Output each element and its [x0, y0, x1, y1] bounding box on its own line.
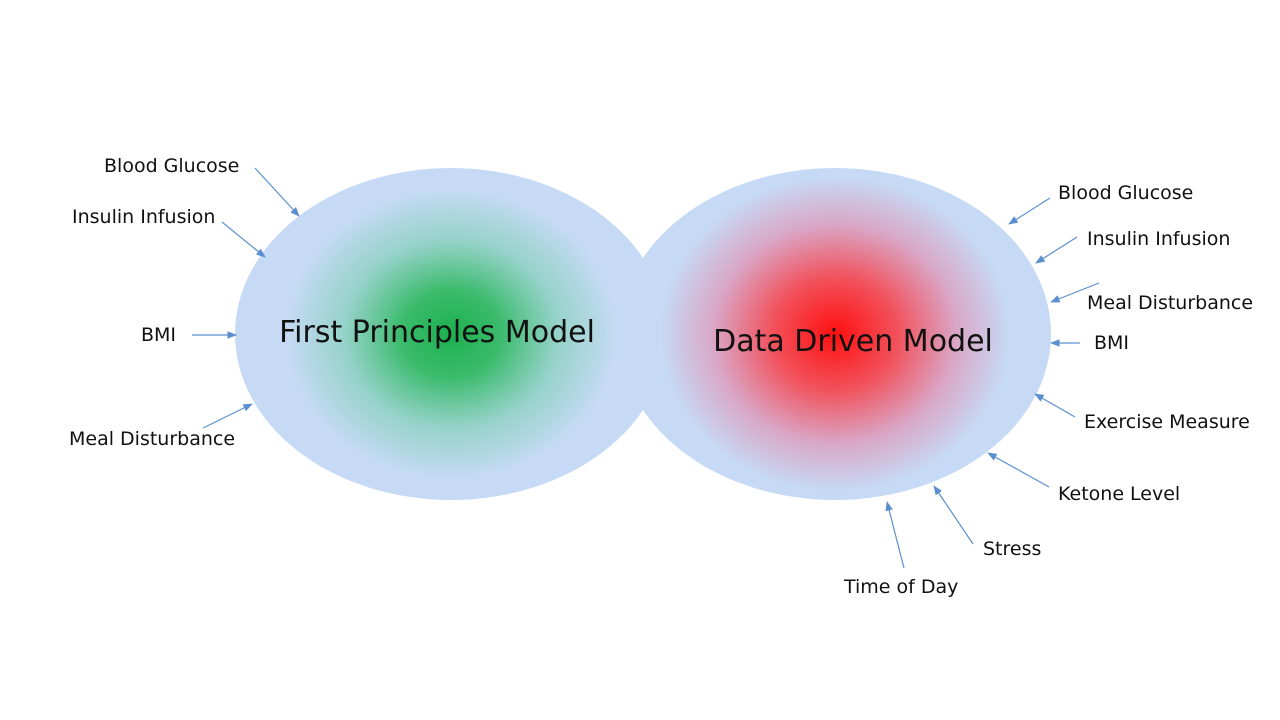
dd-input-label: BMI — [1094, 332, 1129, 354]
fp-input-label: BMI — [141, 324, 176, 346]
first-principles-ellipse-core — [286, 189, 616, 479]
fp-input-arrow — [202, 403, 253, 429]
dd-input-label: Time of Day — [843, 576, 958, 598]
dd-input-arrow — [1034, 393, 1076, 418]
fp-input-arrow — [221, 221, 266, 258]
fp-input-label: Meal Disturbance — [69, 428, 235, 450]
data-driven-title: Data Driven Model — [713, 324, 993, 359]
dd-input-label: Blood Glucose — [1058, 182, 1193, 204]
data-driven-inputs: Blood Glucose Insulin Infusion Meal Dist… — [843, 182, 1253, 598]
fp-input-label: Insulin Infusion — [72, 206, 215, 228]
first-principles-model-group: First Principles Model — [235, 168, 667, 500]
dd-input-arrow — [1035, 236, 1078, 264]
fp-input-label: Blood Glucose — [104, 155, 239, 177]
dd-input-arrow — [1008, 197, 1051, 225]
dd-input-arrow — [933, 485, 974, 545]
fp-input-arrow — [254, 167, 300, 217]
dd-input-arrow — [987, 452, 1050, 488]
first-principles-title: First Principles Model — [279, 315, 595, 350]
first-principles-inputs: Blood Glucose Insulin Infusion BMI Meal … — [69, 155, 300, 450]
data-driven-model-group: Data Driven Model — [619, 168, 1051, 500]
dd-input-label: Insulin Infusion — [1087, 228, 1230, 250]
dd-input-label: Exercise Measure — [1084, 411, 1250, 433]
dd-input-label: Stress — [983, 538, 1041, 560]
dd-input-label: Meal Disturbance — [1087, 292, 1253, 314]
data-driven-ellipse-core — [660, 176, 1010, 492]
dd-input-arrow — [1050, 282, 1100, 303]
dd-input-arrow — [885, 501, 905, 569]
dd-input-label: Ketone Level — [1058, 483, 1180, 505]
